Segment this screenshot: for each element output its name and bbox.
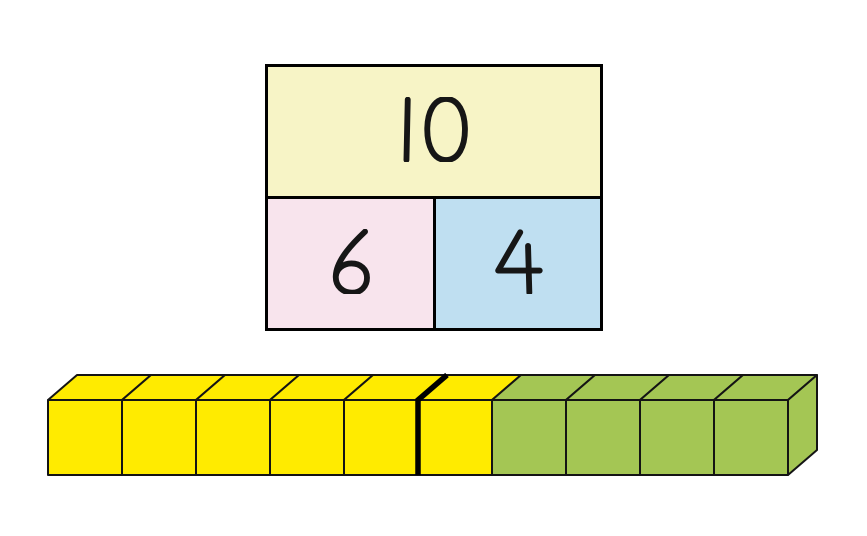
cube-green-10 [713,374,818,476]
whole-cell [268,67,600,199]
part-number-right [491,229,546,298]
cube-yellow-6 [417,374,522,476]
part-whole-model [265,64,603,331]
cube-green-8 [565,374,670,476]
cube-yellow-1 [47,374,152,476]
cube-side-face [787,374,818,476]
cube-yellow-2 [121,374,226,476]
cube-thick-divider [415,372,449,475]
cube-green-9 [639,374,744,476]
cube-yellow-3 [195,374,300,476]
cube-green-7 [491,374,596,476]
cube-yellow-4 [269,374,374,476]
part-cell-right [436,199,600,328]
part-cell-left [268,199,436,328]
cube-yellow-5 [343,374,448,476]
whole-number [398,96,471,166]
parts-row [268,199,600,328]
part-number-left [328,228,374,298]
